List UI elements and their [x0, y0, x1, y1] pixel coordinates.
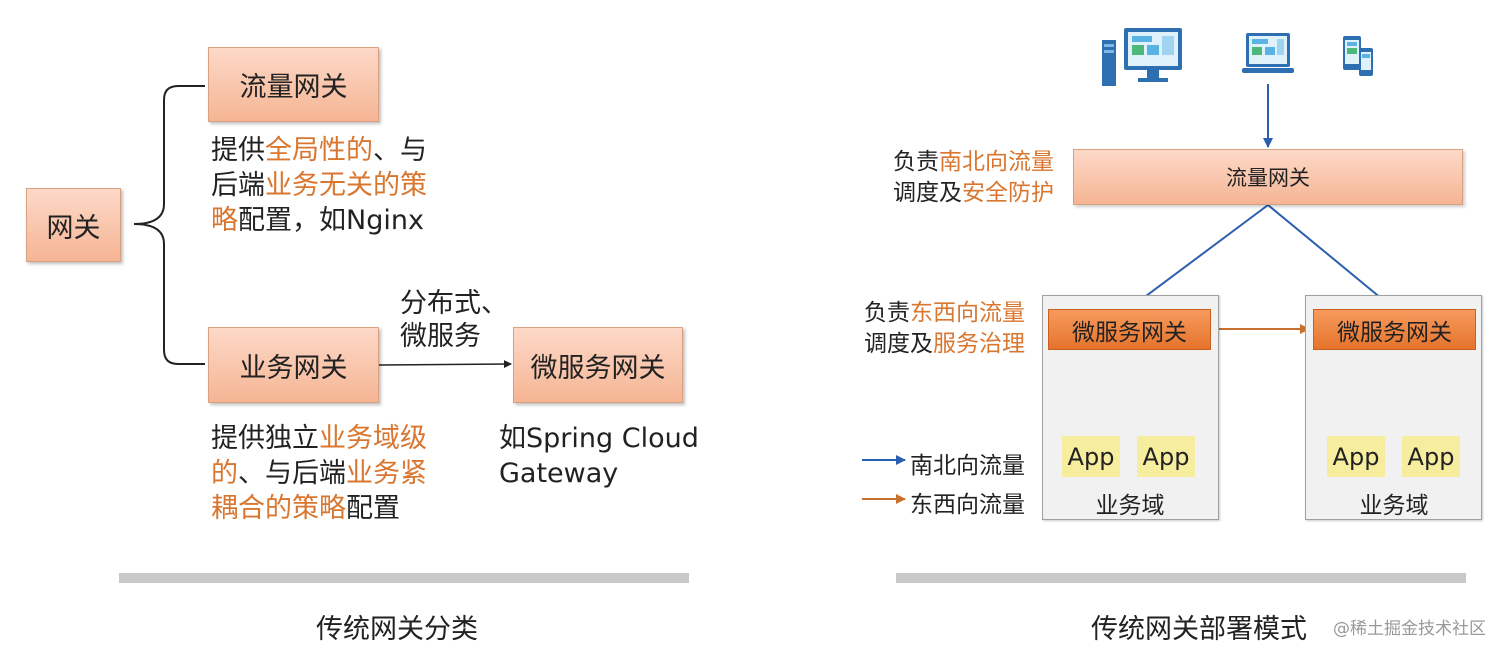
- app-box: App: [1137, 436, 1195, 477]
- traffic-desc-line: 略配置，如Nginx: [211, 205, 424, 236]
- legend-north-south-label: 南北向流量: [910, 453, 1025, 479]
- left-caption-divider: [119, 573, 689, 583]
- right-caption: 传统网关部署模式: [1091, 614, 1307, 645]
- traffic-gateway-label: 流量网关: [239, 72, 348, 103]
- legend-east-west-label: 东西向流量: [910, 492, 1025, 518]
- microservice-gateway-1-label: 微服务网关: [1072, 319, 1187, 346]
- right-traffic-gateway-label: 流量网关: [1226, 166, 1310, 190]
- business-gateway-label: 业务网关: [239, 352, 348, 384]
- arrow-label-line2: 微服务: [400, 321, 481, 352]
- traffic-gateway-box: 流量网关: [208, 47, 379, 122]
- traffic-desc-line: 提供全局性的、与: [211, 135, 427, 166]
- traffic-to-ms2-arrow: [1267, 204, 1394, 309]
- traffic-desc-line: 后端业务无关的策: [211, 170, 427, 201]
- watermark: @稀土掘金技术社区: [1333, 619, 1486, 639]
- ns-desc-line: 调度及安全防护: [893, 180, 1054, 206]
- ms-desc-line2: Gateway: [499, 458, 619, 489]
- right-traffic-gateway-box: 流量网关: [1073, 149, 1463, 205]
- app-label: App: [1067, 442, 1115, 471]
- business-desc-line: 提供独立业务域级: [211, 423, 427, 454]
- business-domain-1-label: 业务域: [1095, 493, 1165, 519]
- business-desc-line: 耦合的策略配置: [211, 493, 400, 524]
- mobile-devices-icon: [1342, 34, 1374, 78]
- ms-desc-line1: 如Spring Cloud: [499, 423, 699, 454]
- desktop-computer-icon: [1100, 26, 1184, 88]
- business-to-microservice-arrow: [378, 360, 512, 369]
- east-west-description: 负责东西向流量 调度及服务治理: [864, 298, 1025, 360]
- microservice-gateway-description: 如Spring Cloud Gateway: [499, 421, 699, 491]
- ns-desc-line: 负责南北向流量: [893, 149, 1054, 175]
- arrow-label-line1: 分布式、: [400, 288, 508, 319]
- ew-desc-line: 调度及服务治理: [864, 331, 1025, 357]
- root-gateway-label: 网关: [46, 212, 101, 244]
- app-box: App: [1402, 436, 1460, 477]
- app-box: App: [1062, 436, 1120, 477]
- north-south-description: 负责南北向流量 调度及安全防护: [893, 147, 1054, 209]
- ew-desc-line: 负责东西向流量: [864, 300, 1025, 326]
- brace-connector: [133, 85, 205, 365]
- business-gateway-description: 提供独立业务域级 的、与后端业务紧 耦合的策略配置: [211, 421, 427, 526]
- traffic-to-ms1-arrow: [1129, 204, 1269, 309]
- right-caption-divider: [896, 573, 1466, 583]
- business-desc-line: 的、与后端业务紧: [211, 458, 427, 489]
- app-label: App: [1332, 442, 1380, 471]
- traffic-gateway-description: 提供全局性的、与 后端业务无关的策 略配置，如Nginx: [211, 133, 427, 238]
- business-domain-2-label: 业务域: [1359, 493, 1429, 519]
- root-gateway-box: 网关: [26, 188, 121, 262]
- left-caption: 传统网关分类: [316, 614, 478, 645]
- app-label: App: [1142, 442, 1190, 471]
- microservice-gateway-2: 微服务网关: [1313, 309, 1476, 350]
- microservice-gateway-1: 微服务网关: [1048, 309, 1211, 350]
- app-label: App: [1407, 442, 1455, 471]
- app-box: App: [1327, 436, 1385, 477]
- arrow-label: 分布式、 微服务: [400, 287, 508, 353]
- microservice-gateway-box: 微服务网关: [513, 327, 683, 403]
- laptop-icon: [1242, 31, 1294, 77]
- microservice-gateway-label: 微服务网关: [530, 352, 666, 384]
- business-gateway-box: 业务网关: [208, 327, 379, 403]
- microservice-gateway-2-label: 微服务网关: [1337, 319, 1452, 346]
